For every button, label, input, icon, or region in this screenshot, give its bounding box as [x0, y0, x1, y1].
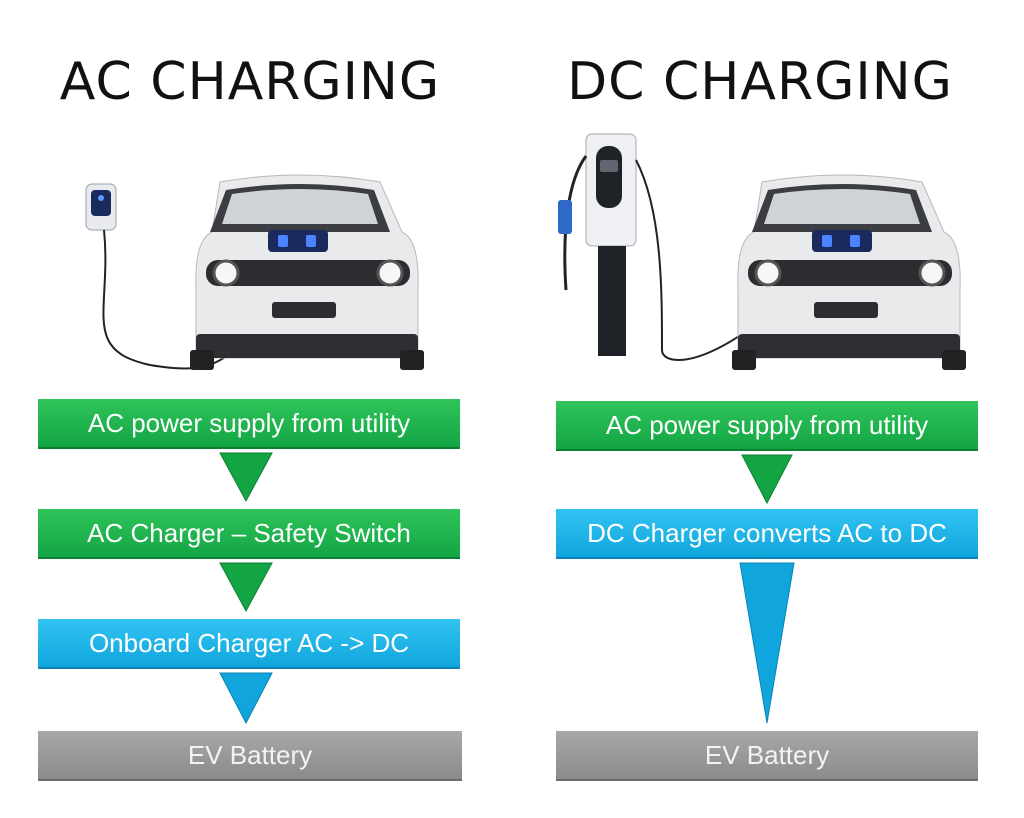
long-down-arrow-icon	[739, 562, 795, 724]
wallbox-charger-icon	[85, 183, 117, 231]
down-arrow-icon	[219, 562, 273, 613]
dc-charger-converts-box: DC Charger converts AC to DC	[556, 509, 978, 559]
ac-charging-illustration	[85, 174, 424, 370]
dc-charging-title: DC CHARGING	[567, 52, 953, 112]
ac-charger-safety-switch-box: AC Charger – Safety Switch	[38, 509, 460, 559]
electric-car-icon	[190, 174, 424, 370]
electric-car-icon	[732, 174, 966, 370]
down-arrow-icon	[741, 454, 793, 505]
dc-charging-column: DC CHARGING AC power	[512, 0, 1024, 818]
down-arrow-icon	[219, 672, 273, 725]
dc-power-supply-box: AC power supply from utility	[556, 401, 978, 451]
ac-power-supply-box: AC power supply from utility	[38, 399, 460, 449]
dc-charging-illustration	[558, 133, 966, 370]
onboard-charger-box: Onboard Charger AC -> DC	[38, 619, 460, 669]
ac-ev-battery-box: EV Battery	[38, 731, 462, 781]
ac-charging-title: AC CHARGING	[59, 52, 441, 112]
ac-charging-column: AC CHARGING AC power supply from utility	[38, 52, 462, 781]
down-arrow-icon	[219, 452, 273, 503]
dc-ev-battery-box: EV Battery	[556, 731, 978, 781]
